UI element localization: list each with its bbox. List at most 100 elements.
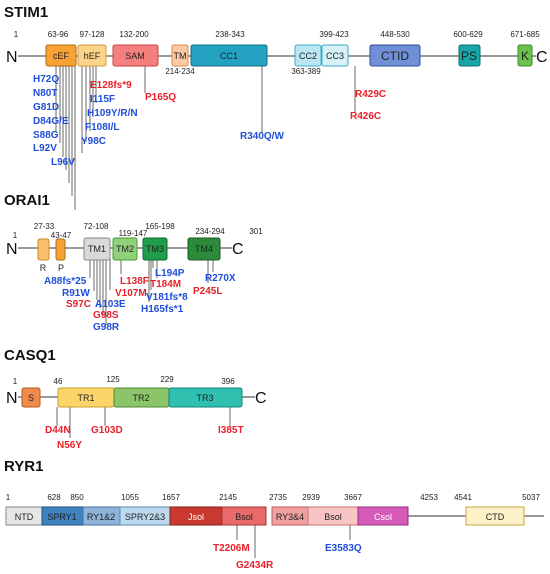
ryr1-mutation-stems <box>236 525 351 558</box>
orai1-p-range: 43-47 <box>51 231 72 240</box>
mutation-label: H72Q <box>33 74 59 85</box>
mutation-label: D44N <box>45 425 71 436</box>
mutation-label: R429C <box>355 89 386 100</box>
stim1-ctid-domain <box>369 44 421 67</box>
stim1-cef-domain <box>45 44 77 67</box>
ryr1-ry12-label: RY1&2 <box>87 512 115 522</box>
orai1-title: ORAI1 <box>4 192 50 209</box>
mutation-label: A103E <box>95 299 126 310</box>
ryr1-ry12-number: 850 <box>70 493 84 502</box>
orai1-tm1-domain <box>83 237 111 261</box>
casq1-tr1-label: TR1 <box>77 393 94 403</box>
mutation-label: F108I/L <box>85 122 119 133</box>
mutation-label: L194P <box>155 268 185 279</box>
stim1-cef-label: cEF <box>53 51 70 61</box>
ryr1-jsol-label: Jsol <box>188 512 204 522</box>
orai1-tm2-label: TM2 <box>116 244 134 254</box>
stim1-cc1-label: CC1 <box>220 51 238 61</box>
stim1-n-terminus: N <box>6 49 18 66</box>
orai1-p-domain <box>55 238 66 261</box>
ryr1-bsol2-label: Bsol <box>324 512 342 522</box>
mutation-label: L138F <box>120 276 149 287</box>
ryr1-bsol-number: 2145 <box>219 493 237 502</box>
mutation-label: T184M <box>150 279 181 290</box>
stim1-start-number: 1 <box>14 30 19 39</box>
stim1-title: STIM1 <box>4 4 48 21</box>
mutation-label: G98R <box>93 322 120 333</box>
mutation-label: H165fs*1 <box>141 304 184 315</box>
stim1-k-range: 671-685 <box>510 30 540 39</box>
mutation-label: R340Q/W <box>240 131 284 142</box>
mutation-label: V107M <box>115 288 147 299</box>
mutation-label: G2434R <box>236 560 274 571</box>
mutation-label: R270X <box>205 273 236 284</box>
mutation-label: N80T <box>33 88 57 99</box>
ryr1-ntd-label: NTD <box>15 512 34 522</box>
casq1-title: CASQ1 <box>4 347 56 364</box>
mutation-label: I115F <box>90 94 115 105</box>
ryr1-spry1-number: 628 <box>47 493 61 502</box>
ryr1-ctd-number: 4541 <box>454 493 472 502</box>
orai1-n-terminus: N <box>6 241 18 258</box>
orai1-mutation-stems <box>89 258 214 325</box>
orai1-tm1-range: 72-108 <box>84 222 109 231</box>
mutation-label: V181fs*8 <box>146 292 188 303</box>
stim1-cc1-domain <box>190 44 268 67</box>
mutation-label: D84G/E <box>33 116 69 127</box>
mutation-label: S97C <box>66 299 91 310</box>
mutation-label: Y98C <box>81 136 106 147</box>
mutation-label: G81D <box>33 102 59 113</box>
ryr1-4253-number: 4253 <box>420 493 438 502</box>
stim1-hef-domain <box>77 44 107 67</box>
ryr1-ry34-number: 2735 <box>269 493 287 502</box>
mutation-label: L96V <box>51 157 75 168</box>
ryr1-spry23-label: SPRY2&3 <box>125 512 165 522</box>
mutation-label: N56Y <box>57 440 82 451</box>
stim1-tm-label: TM <box>174 51 187 61</box>
ryr1-end-number: 5037 <box>522 493 540 502</box>
stim1-ps-range: 600-629 <box>453 30 483 39</box>
ryr1-ctd-domain <box>465 506 525 526</box>
stim1-cc2-range: 363-389 <box>291 67 321 76</box>
stim1-cef-range: 63-96 <box>48 30 69 39</box>
mutation-label: S88G <box>33 130 59 141</box>
casq1-end-number: 396 <box>221 377 235 386</box>
ryr1-ntd-number: 1 <box>6 493 11 502</box>
ryr1-ctd-label: CTD <box>486 512 505 522</box>
orai1-tm2-range: 119-147 <box>119 229 148 238</box>
orai1-tm3-label: TM3 <box>146 244 164 254</box>
mutation-label: I385T <box>218 425 244 436</box>
mutation-label: A88fs*25 <box>44 276 87 287</box>
stim1-k-domain <box>517 44 533 67</box>
mutation-label: R91W <box>62 288 90 299</box>
mutation-label: G98S <box>93 310 119 321</box>
casq1-c-terminus: C <box>255 390 267 407</box>
stim1-cc3-label: CC3 <box>326 51 344 61</box>
stim1-cc2-domain <box>294 44 322 67</box>
stim1-tm-domain <box>171 44 189 67</box>
orai1-r-label: R <box>40 263 47 273</box>
orai1-tm3-domain <box>142 237 168 261</box>
stim1-c-terminus: C <box>536 49 548 66</box>
casq1-n-terminus: N <box>6 390 18 407</box>
mutation-label: P245L <box>193 286 222 297</box>
stim1-sam-range: 132-200 <box>119 30 149 39</box>
stim1-tm-range: 214-234 <box>165 67 195 76</box>
ryr1-jsol-number: 1657 <box>162 493 180 502</box>
ryr1-spry1-label: SPRY1 <box>47 512 76 522</box>
orai1-end-number: 301 <box>249 227 263 236</box>
mutation-label: T2206M <box>213 543 250 554</box>
casq1-tr3-domain <box>168 387 243 408</box>
casq1-tr3-number: 229 <box>160 375 174 384</box>
orai1-tm1-label: TM1 <box>88 244 106 254</box>
stim1-hef-label: hEF <box>84 51 101 61</box>
orai1-r-range: 27-33 <box>34 222 55 231</box>
ryr1-ry34-label: RY3&4 <box>276 512 304 522</box>
ryr1-csol-number: 3667 <box>344 493 362 502</box>
mutation-label: E3583Q <box>325 543 362 554</box>
orai1-tm2-domain <box>112 237 138 261</box>
stim1-cc1-range: 238-343 <box>215 30 245 39</box>
casq1-tr1-number: 46 <box>54 377 63 386</box>
orai1-c-terminus: C <box>232 241 244 258</box>
stim1-cc2-label: CC2 <box>299 51 317 61</box>
